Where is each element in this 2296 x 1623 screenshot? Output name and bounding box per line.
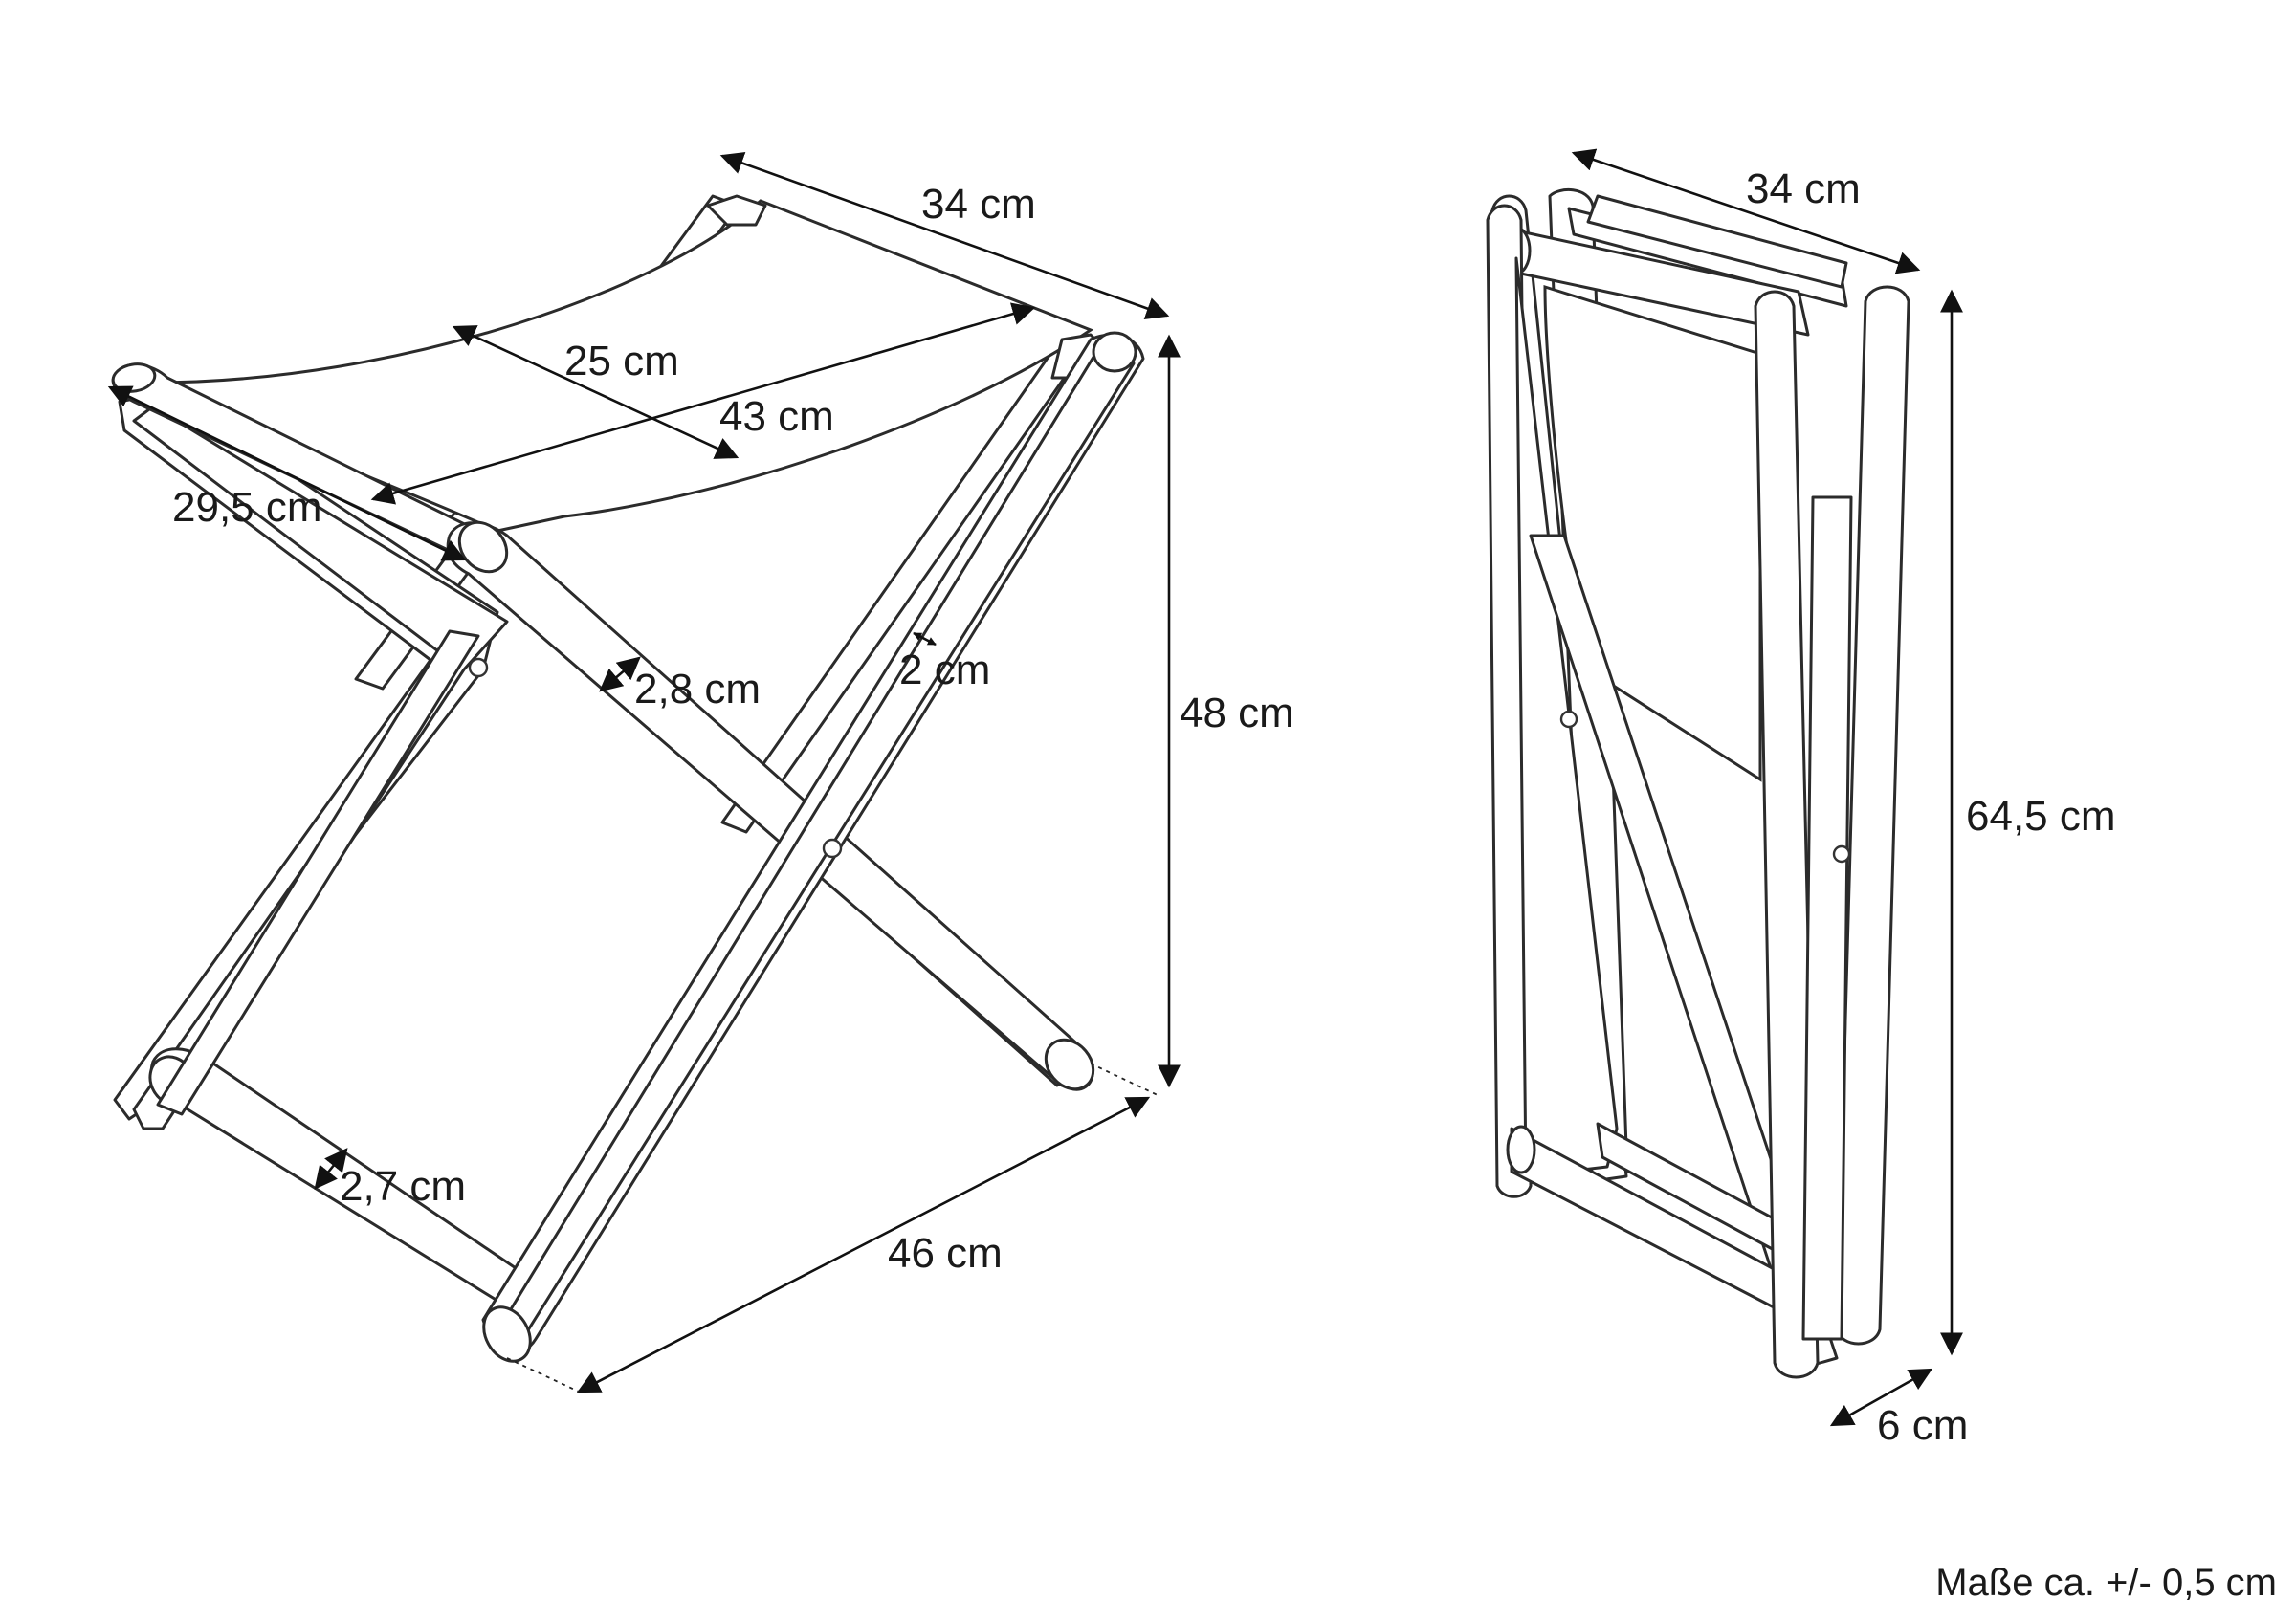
pivot-pin bbox=[1559, 710, 1578, 729]
label-folded-width: 34 cm bbox=[1746, 165, 1861, 212]
label-open-seat-diag: 43 cm bbox=[719, 393, 834, 440]
dim-line-base bbox=[576, 1096, 1151, 1393]
label-open-height: 48 cm bbox=[1180, 690, 1294, 736]
label-open-bar-2-7: 2,7 cm bbox=[340, 1163, 466, 1210]
dim-line-leg-span bbox=[107, 385, 467, 561]
tolerance-footnote: Maße ca. +/- 0,5 cm bbox=[1935, 1562, 2277, 1604]
pivot-pin bbox=[822, 838, 843, 859]
dim-line-folded-thickness bbox=[1829, 1368, 1933, 1427]
dim-line-folded-width bbox=[1571, 148, 1921, 274]
open-stool-drawing: 34 cm 25 cm 43 cm 29,5 cm 2,8 cm 2 cm 48… bbox=[107, 152, 1294, 1393]
dim-line-bar-2-8 bbox=[599, 656, 641, 692]
label-open-bar-2-8: 2,8 cm bbox=[634, 666, 761, 713]
label-open-leg-span: 29,5 cm bbox=[172, 484, 322, 531]
middle-rod bbox=[446, 520, 1095, 1091]
folded-right-legs bbox=[1754, 285, 1910, 1379]
pivot-pin bbox=[468, 657, 489, 678]
label-open-base: 46 cm bbox=[888, 1230, 1003, 1277]
rod-end bbox=[1506, 1125, 1536, 1174]
dim-line-seat-diag bbox=[370, 302, 1036, 505]
rear-left-leg bbox=[156, 629, 480, 1116]
label-folded-thickness: 6 cm bbox=[1877, 1402, 1968, 1449]
pivot-pin bbox=[1832, 844, 1851, 864]
dim-line-bar-2-7 bbox=[314, 1148, 348, 1190]
extension-line bbox=[1090, 1063, 1159, 1096]
label-open-seat-width: 25 cm bbox=[564, 338, 679, 384]
folded-stool-drawing: 34 cm 64,5 cm 6 cm bbox=[1486, 148, 2116, 1449]
label-open-leg-2: 2 cm bbox=[899, 647, 990, 693]
label-open-depth: 34 cm bbox=[921, 181, 1036, 228]
dim-line-leg-2 bbox=[913, 631, 937, 647]
extension-line bbox=[506, 1357, 580, 1393]
label-folded-height: 64,5 cm bbox=[1966, 793, 2116, 840]
dim-line-depth bbox=[719, 152, 1170, 319]
folded-cross-leg-left bbox=[1529, 534, 1839, 1370]
